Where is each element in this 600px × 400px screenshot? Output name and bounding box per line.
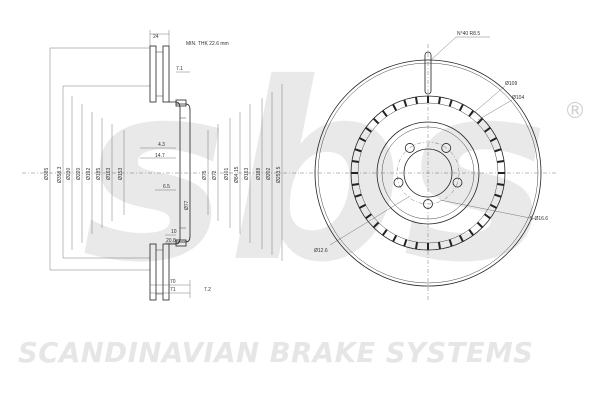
- watermark-registered: ®: [564, 99, 586, 124]
- vent-slot: [354, 193, 362, 198]
- side-view: 24 MIN. THK 22.6 mm 7.1 Ø385 Ø358.3 Ø230…: [22, 30, 300, 301]
- dia-label: Ø163: [244, 168, 250, 180]
- vent-slot: [372, 221, 380, 229]
- dia-label: Ø358.3: [57, 166, 63, 183]
- diameter-label: Ø104: [512, 95, 524, 101]
- bolt-circle: [396, 141, 460, 205]
- right-dimension-lines: [207, 84, 283, 261]
- vent-slot: [354, 148, 362, 153]
- disc-outer-edge-inner: [317, 62, 539, 284]
- vent-slot: [381, 110, 388, 117]
- dia-label: Ø72: [212, 170, 218, 180]
- watermark-tagline: SCANDINAVIAN BRAKE SYSTEMS: [18, 337, 534, 369]
- inner-label: 10: [171, 229, 177, 235]
- sbs-logo-mark: sbs: [82, 31, 549, 316]
- vent-slot: [494, 193, 502, 198]
- hat-outer: [376, 121, 480, 225]
- vent-slot: [484, 213, 491, 220]
- vent-slot: [496, 159, 505, 164]
- left-dimension-lines: [49, 47, 150, 271]
- disc-outer-edge: [314, 59, 542, 287]
- vent-slot: [358, 137, 367, 143]
- vent-slot: [468, 229, 475, 236]
- bolt-holes: [393, 143, 463, 209]
- bolt-hole: [441, 143, 452, 153]
- dia-label: Ø101: [224, 168, 230, 180]
- dia-label: Ø188: [256, 168, 262, 180]
- center-label: Ø12.6: [314, 248, 328, 254]
- dia-label: Ø220: [76, 168, 82, 180]
- bolt-hole: [452, 177, 463, 188]
- diameter-label: Ø109: [505, 81, 517, 87]
- vent-slot: [381, 229, 388, 236]
- thickness-label: 24: [153, 34, 159, 40]
- dia-label: Ø202: [266, 168, 272, 180]
- small-top-label: 7.1: [176, 66, 183, 72]
- vent-slot: [458, 234, 464, 243]
- vent-slot: [476, 221, 484, 229]
- vent-slot: [403, 239, 408, 247]
- dia-label: Ø253.5: [276, 166, 282, 183]
- dia-label: Ø185: [96, 168, 102, 180]
- bottom-label-d3: 7.2: [204, 287, 211, 293]
- vent-slot: [403, 99, 408, 107]
- right-diameter-labels: Ø75 Ø72 Ø101 Ø84.15 Ø163 Ø188 Ø202 Ø253.…: [202, 166, 282, 183]
- vent-slot: [392, 234, 398, 243]
- disc-hat: [169, 99, 191, 247]
- vent-slot: [365, 213, 372, 220]
- vent-slot: [489, 203, 498, 209]
- dia-label: Ø153: [118, 168, 124, 180]
- bottom-label-d2: 71: [170, 287, 176, 293]
- vent-slot: [365, 126, 372, 133]
- vent-slot: [414, 241, 419, 250]
- inner-labels: 4.3 14.7 6.5 Ø77 10 20.8: [155, 142, 190, 244]
- front-view: N°40 R8.5 Ø109 Ø104 5-Ø16.6 Ø12.6: [300, 31, 556, 302]
- bolt-hole: [404, 143, 415, 153]
- min-thickness-label: MIN. THK 22.6 mm: [186, 41, 229, 47]
- vent-slot: [358, 203, 367, 209]
- inner-label: Ø77: [184, 200, 190, 210]
- dia-label: Ø192: [86, 168, 92, 180]
- vent-slot: [372, 117, 380, 125]
- notch-label: N°40 R8.5: [457, 31, 480, 37]
- inner-label: 14.7: [155, 153, 165, 159]
- vent-slot: [351, 159, 360, 164]
- left-diameter-labels: Ø385 Ø358.3 Ø230 Ø220 Ø192 Ø185 Ø163 Ø15…: [44, 166, 124, 183]
- vent-slot: [494, 148, 502, 153]
- vent-slot: [448, 99, 453, 107]
- vent-slot: [448, 239, 453, 247]
- notch-slot: [424, 51, 432, 95]
- watermark-logo: sbs: [82, 31, 549, 316]
- dia-label: Ø230: [66, 168, 72, 180]
- vent-slots: [351, 96, 505, 250]
- disc-friction-ring: [149, 45, 170, 301]
- vent-slot: [476, 117, 484, 125]
- inner-label: 4.3: [158, 142, 165, 148]
- vent-slot: [496, 182, 505, 187]
- bolt-hole: [423, 199, 433, 209]
- dia-label: Ø385: [44, 168, 50, 180]
- bottom-label-d1: 70: [170, 279, 176, 285]
- vent-slot: [414, 96, 419, 105]
- vent-slot: [468, 110, 475, 117]
- vent-slot: [392, 103, 398, 112]
- watermark: sbs ® SCANDINAVIAN BRAKE SYSTEMS: [18, 31, 586, 369]
- dia-label: Ø163: [106, 168, 112, 180]
- center-bore: [403, 148, 453, 198]
- bolt-hole: [393, 177, 404, 188]
- inner-label: 6.5: [163, 184, 170, 190]
- hat-inner: [381, 126, 475, 220]
- holes-label: 5-Ø16.6: [530, 216, 548, 222]
- vent-slot: [489, 137, 498, 143]
- vent-slot: [437, 96, 442, 105]
- inner-label: 20.8: [166, 238, 176, 244]
- vent-slot: [458, 103, 464, 112]
- vent-slot: [437, 241, 442, 250]
- dia-label: Ø75: [202, 170, 208, 180]
- dia-label: Ø84.15: [234, 166, 240, 183]
- vent-slot: [484, 126, 491, 133]
- vent-slot: [351, 182, 360, 187]
